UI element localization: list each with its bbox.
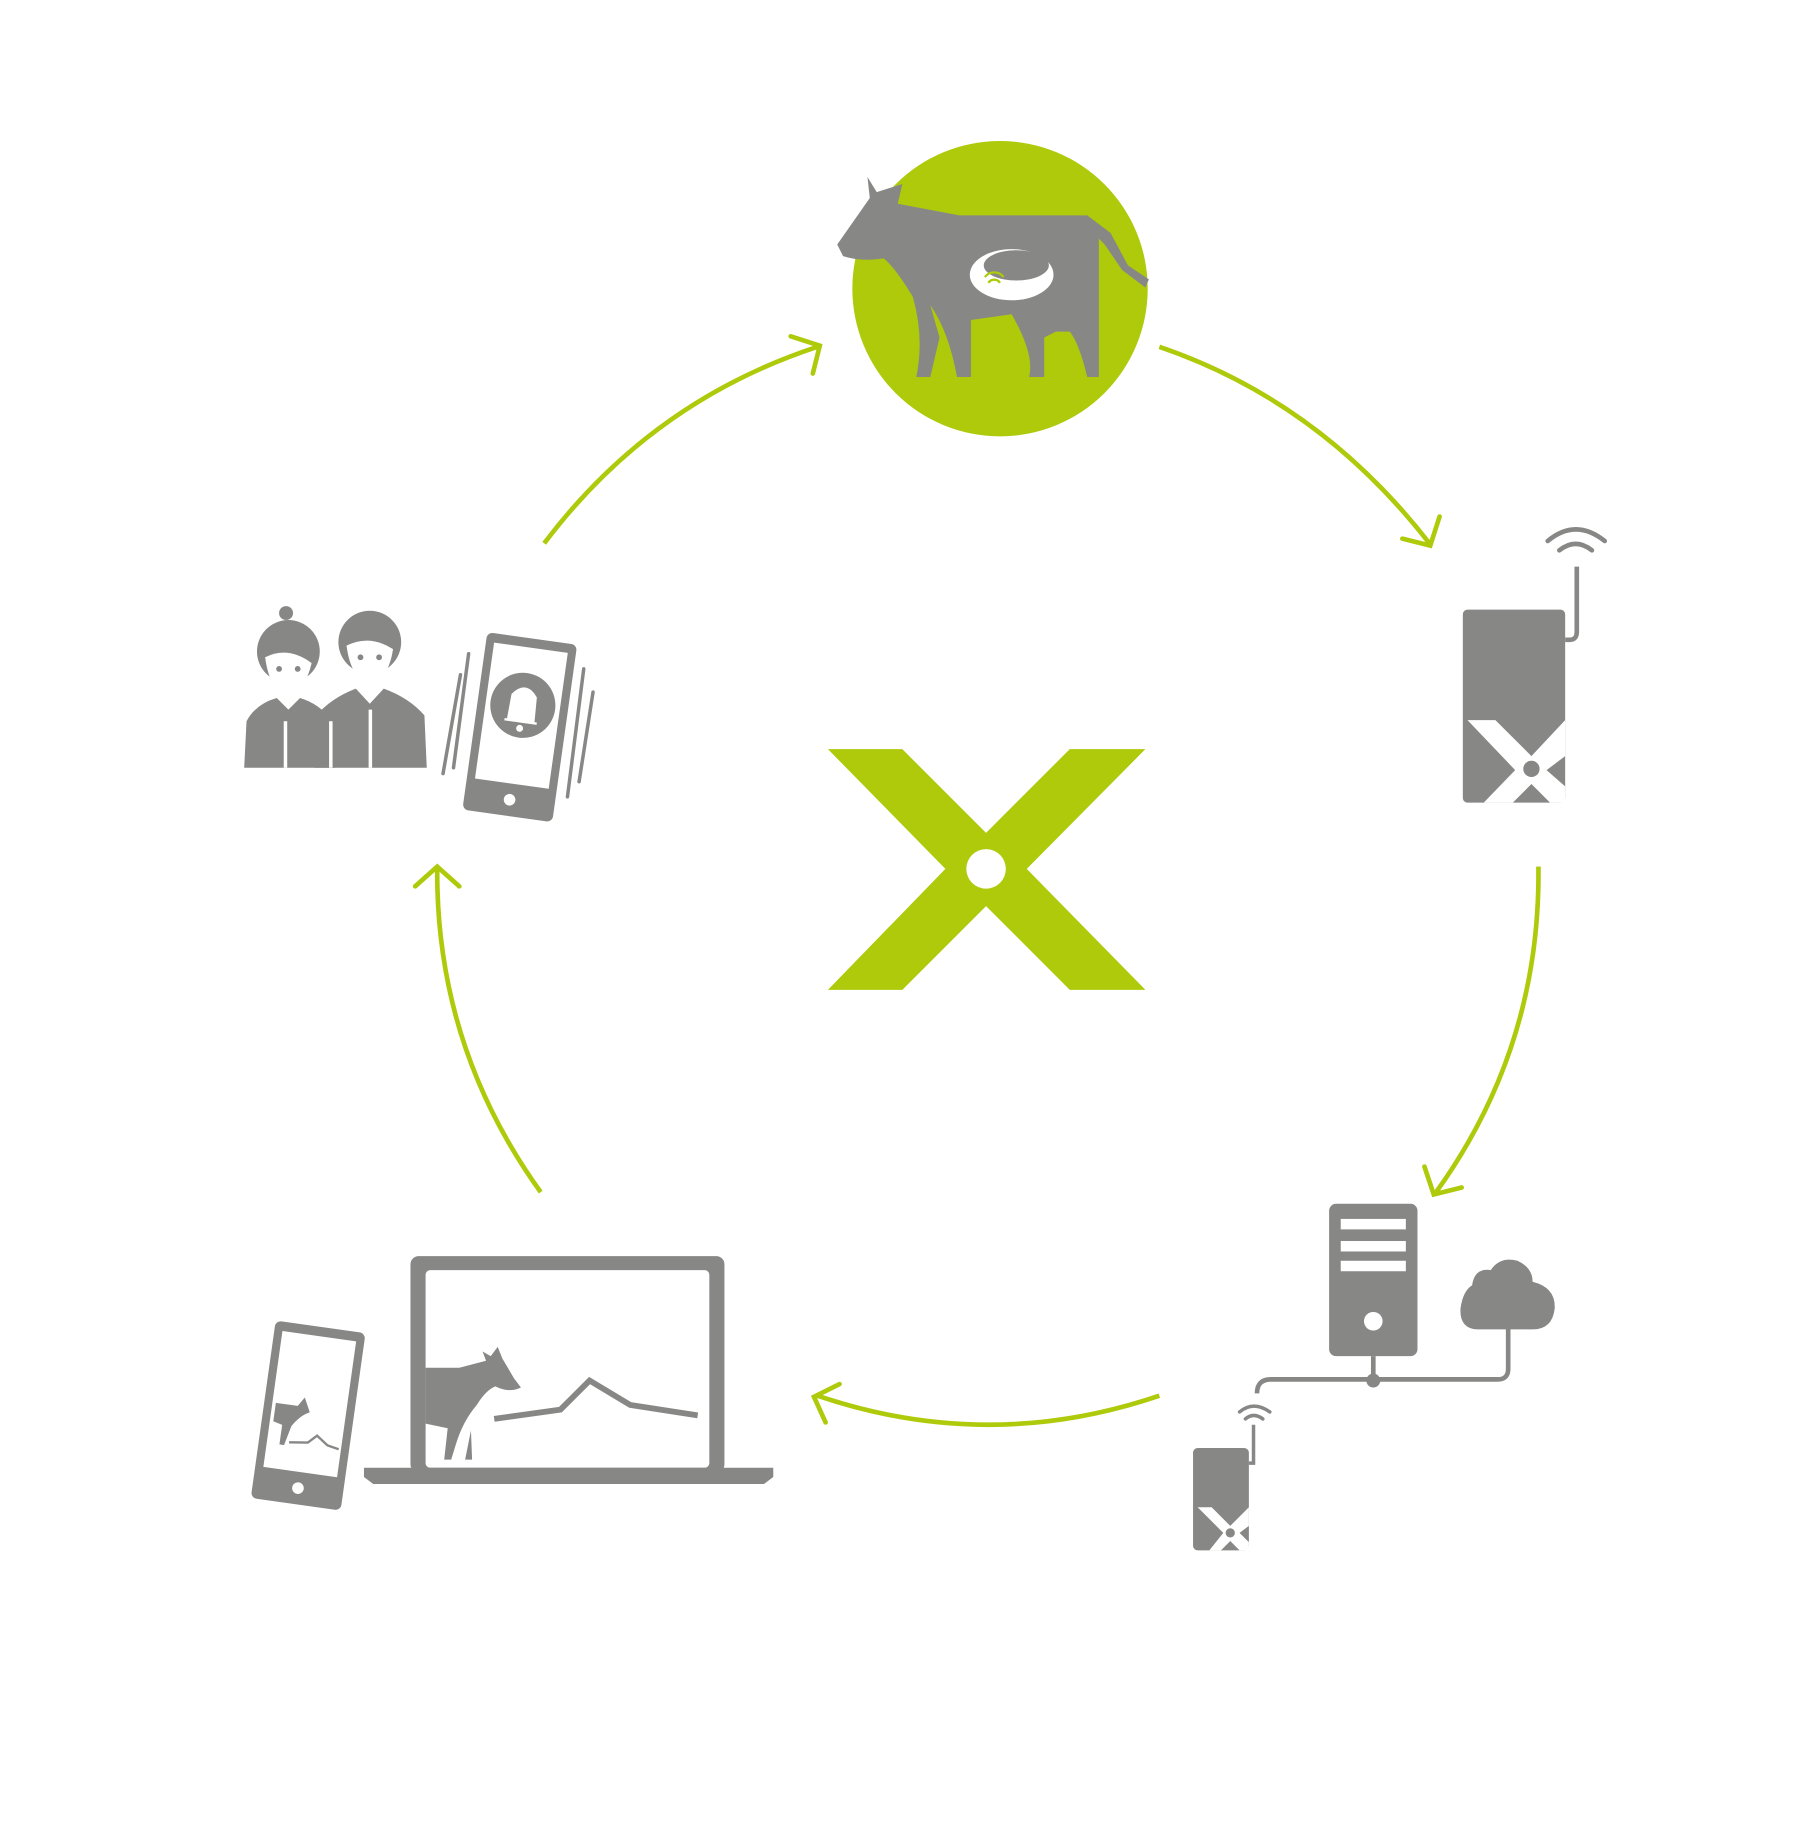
arrow-server-to-laptop — [816, 1393, 1161, 1427]
server-cloud-icon — [1193, 1203, 1555, 1551]
arrow-transmitter-to-server — [1434, 866, 1541, 1194]
transmitter-icon — [1462, 527, 1608, 803]
arrow-farmers-to-cow — [542, 344, 819, 545]
cow-sensor-icon — [837, 140, 1149, 437]
farmers-alert-icon — [244, 606, 595, 822]
arrow-laptop-to-farmers — [434, 868, 543, 1194]
cycle-arrows — [434, 344, 1541, 1427]
logo-x-icon — [827, 749, 1146, 990]
laptop-dashboard-icon — [251, 1256, 774, 1510]
arrow-cow-to-transmitter — [1158, 344, 1433, 546]
arrow-heads — [412, 334, 1464, 1425]
